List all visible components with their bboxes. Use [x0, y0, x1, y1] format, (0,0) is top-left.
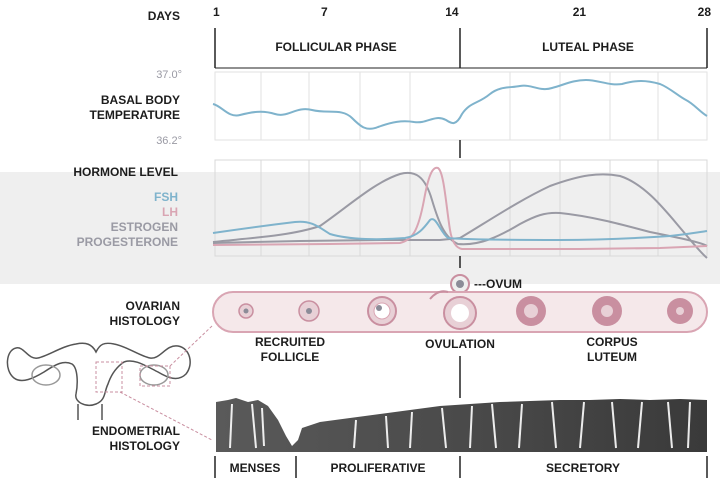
- fsh-curve: [212, 218, 708, 242]
- ovarian-follicle-strip: [212, 290, 708, 333]
- temperature-label-line2: TEMPERATURE: [90, 108, 180, 122]
- uterus-icon: [6, 342, 191, 420]
- ovum-illustration: [450, 274, 470, 294]
- estrogen-curve: [212, 171, 708, 247]
- legend-estrogen: ESTROGEN: [111, 220, 178, 234]
- ovarian-label-line2: HISTOLOGY: [110, 314, 180, 328]
- follicular-phase-label: FOLLICULAR PHASE: [275, 40, 396, 54]
- day-tick-7: 7: [321, 5, 328, 19]
- legend-lh: LH: [162, 205, 178, 219]
- menses-label: MENSES: [230, 461, 281, 475]
- secretory-label: SECRETORY: [546, 461, 620, 475]
- legend-fsh: FSH: [154, 190, 178, 204]
- luteal-phase-label: LUTEAL PHASE: [542, 40, 634, 54]
- ovarian-label-line1: OVARIAN: [126, 299, 180, 313]
- day-tick-1: 1: [213, 5, 220, 19]
- day-ticks: 1 7 14 21 28: [213, 5, 711, 19]
- recruited-follicle-line2: FOLLICLE: [261, 350, 320, 364]
- days-label: DAYS: [148, 9, 180, 23]
- ovary-callout-box: [139, 365, 171, 387]
- ovulation-label: OVULATION: [425, 337, 495, 351]
- day-tick-21: 21: [573, 5, 587, 19]
- temperature-curve: [212, 78, 708, 130]
- endometrium-callout-box: [95, 361, 123, 393]
- temperature-max-label: 37.0°: [156, 69, 182, 81]
- phase-bar: [214, 28, 708, 69]
- lh-curve: [212, 166, 708, 250]
- temperature-min-label: 36.2°: [156, 135, 182, 147]
- endometrial-label-line1: ENDOMETRIAL: [92, 424, 180, 438]
- legend-progesterone: PROGESTERONE: [77, 235, 178, 249]
- endometrium-illustration: [216, 398, 707, 452]
- day-tick-14: 14: [445, 5, 459, 19]
- day-tick-28: 28: [698, 5, 712, 19]
- temperature-grid: [214, 71, 708, 141]
- corpus-luteum-line1: CORPUS: [586, 335, 637, 349]
- progesterone-curve: [212, 173, 708, 259]
- ovum-label: ---OVUM: [474, 277, 522, 291]
- temperature-label-line1: BASAL BODY: [101, 93, 180, 107]
- recruited-follicle-line1: RECRUITED: [255, 335, 325, 349]
- endometrial-label-line2: HISTOLOGY: [110, 439, 180, 453]
- corpus-luteum-line2: LUTEUM: [587, 350, 637, 364]
- endometrium-callout-line: [119, 391, 213, 441]
- proliferative-label: PROLIFERATIVE: [330, 461, 425, 475]
- endometrial-phase-bar: [214, 456, 708, 478]
- hormone-level-title: HORMONE LEVEL: [73, 165, 178, 179]
